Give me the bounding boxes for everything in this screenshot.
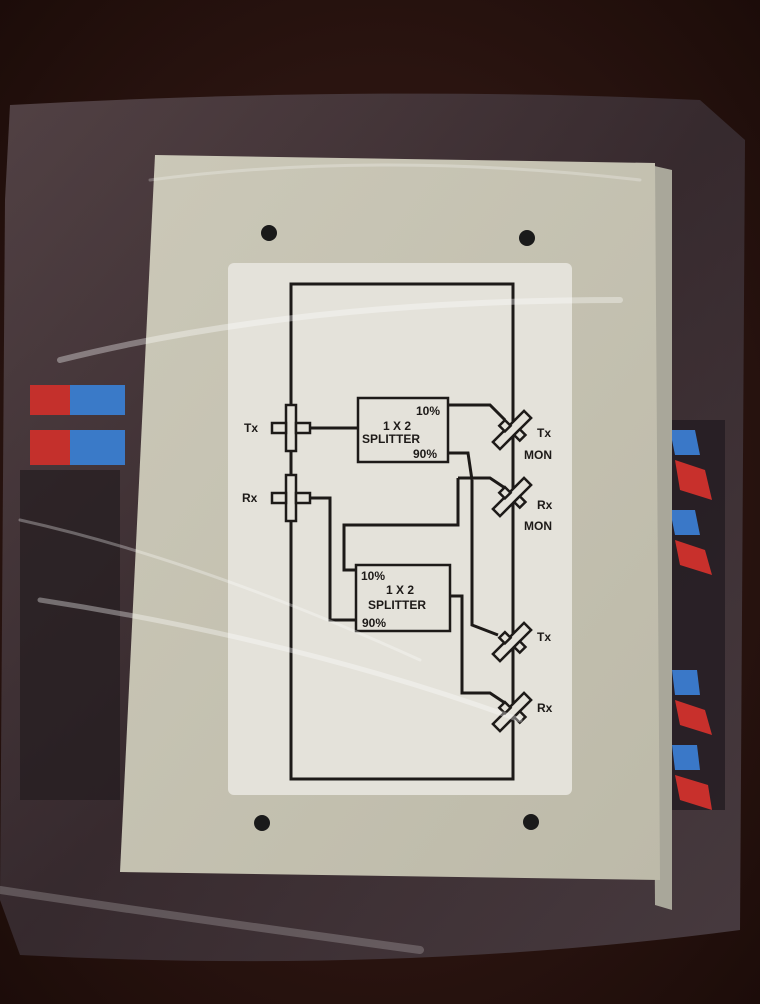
port-label-rx-out: Rx	[537, 701, 553, 715]
splitter-bottom-ratio-90: 90%	[362, 616, 386, 630]
connector-tx	[491, 621, 533, 663]
splitter-bottom-subtitle: SPLITTER	[368, 598, 426, 612]
schematic-diagram	[289, 282, 515, 781]
screw-icon	[523, 814, 539, 830]
port-label-tx-mon-2: MON	[524, 448, 552, 462]
port-label-tx-out: Tx	[537, 630, 551, 644]
splitter-box-top	[356, 396, 450, 464]
port-label-rx-mon-1: Rx	[537, 498, 553, 512]
plastic-glare	[0, 163, 642, 954]
splitter-box-bottom	[354, 563, 452, 633]
port-label-tx: Tx	[244, 421, 258, 435]
port-label-tx-mon-1: Tx	[537, 426, 551, 440]
screw-icon	[519, 230, 535, 246]
connector-left-tx	[270, 403, 312, 453]
connector-left-rx	[270, 473, 312, 523]
left-cables	[20, 385, 125, 800]
splitter-top-subtitle: SPLITTER	[362, 432, 420, 446]
splitter-bottom-title: 1 X 2	[386, 583, 414, 597]
splitter-bottom-ratio-10: 10%	[361, 569, 385, 583]
port-label-rx-mon-2: MON	[524, 519, 552, 533]
schematic-label	[228, 263, 572, 795]
connector-rx-mon	[491, 476, 533, 518]
splitter-top-ratio-90: 90%	[413, 447, 437, 461]
splitter-top-ratio-10: 10%	[416, 404, 440, 418]
connector-rx	[491, 691, 533, 733]
connector-tx-mon	[491, 409, 533, 451]
port-label-rx: Rx	[242, 491, 258, 505]
splitter-top-title: 1 X 2	[383, 419, 411, 433]
screw-icon	[261, 225, 277, 241]
screw-icon	[254, 815, 270, 831]
screws	[254, 225, 539, 831]
right-cables	[665, 420, 725, 810]
